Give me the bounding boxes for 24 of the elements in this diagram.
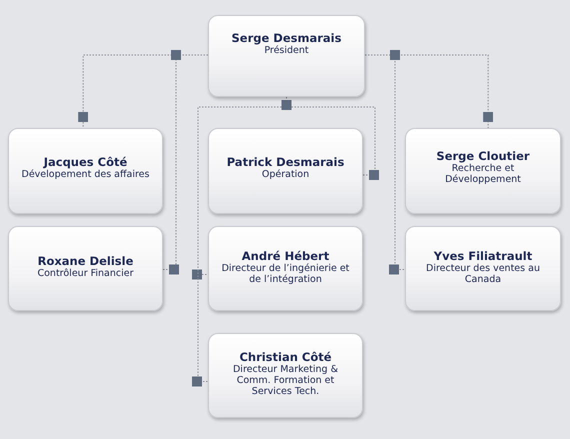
org-box [208,128,363,214]
job-title: Contrôleur Financier [37,268,134,279]
org-box [208,15,365,97]
job-title: Directeur des ventes au Canada [425,262,541,284]
org-box [208,333,363,418]
person-name: Christian Côté [239,350,332,364]
person-name: Yves Filiatrault [434,248,532,262]
person-name: Serge Cloutier [436,149,530,163]
job-title: Opération [262,168,310,180]
person-name: André Hébert [242,248,330,262]
job-title: Dévelopement des affaires [22,168,150,180]
person-name: Serge Desmarais [232,30,342,44]
person-name: Patrick Desmarais [226,154,344,168]
job-title: Directeur de l’ingénierie et de l’intégration [220,262,350,284]
org-box [405,128,561,214]
person-name: Jacques Côté [44,154,128,168]
job-title: Président [264,44,309,56]
org-box [8,226,163,311]
org-box [8,128,163,214]
org-box [208,226,363,311]
person-name: Roxane Delisle [38,254,134,268]
org-box [405,226,561,311]
job-title: Directeur Marketing & Comm. Formation et Services Tech. [232,364,339,397]
job-title: Recherche et Développement [444,163,522,185]
